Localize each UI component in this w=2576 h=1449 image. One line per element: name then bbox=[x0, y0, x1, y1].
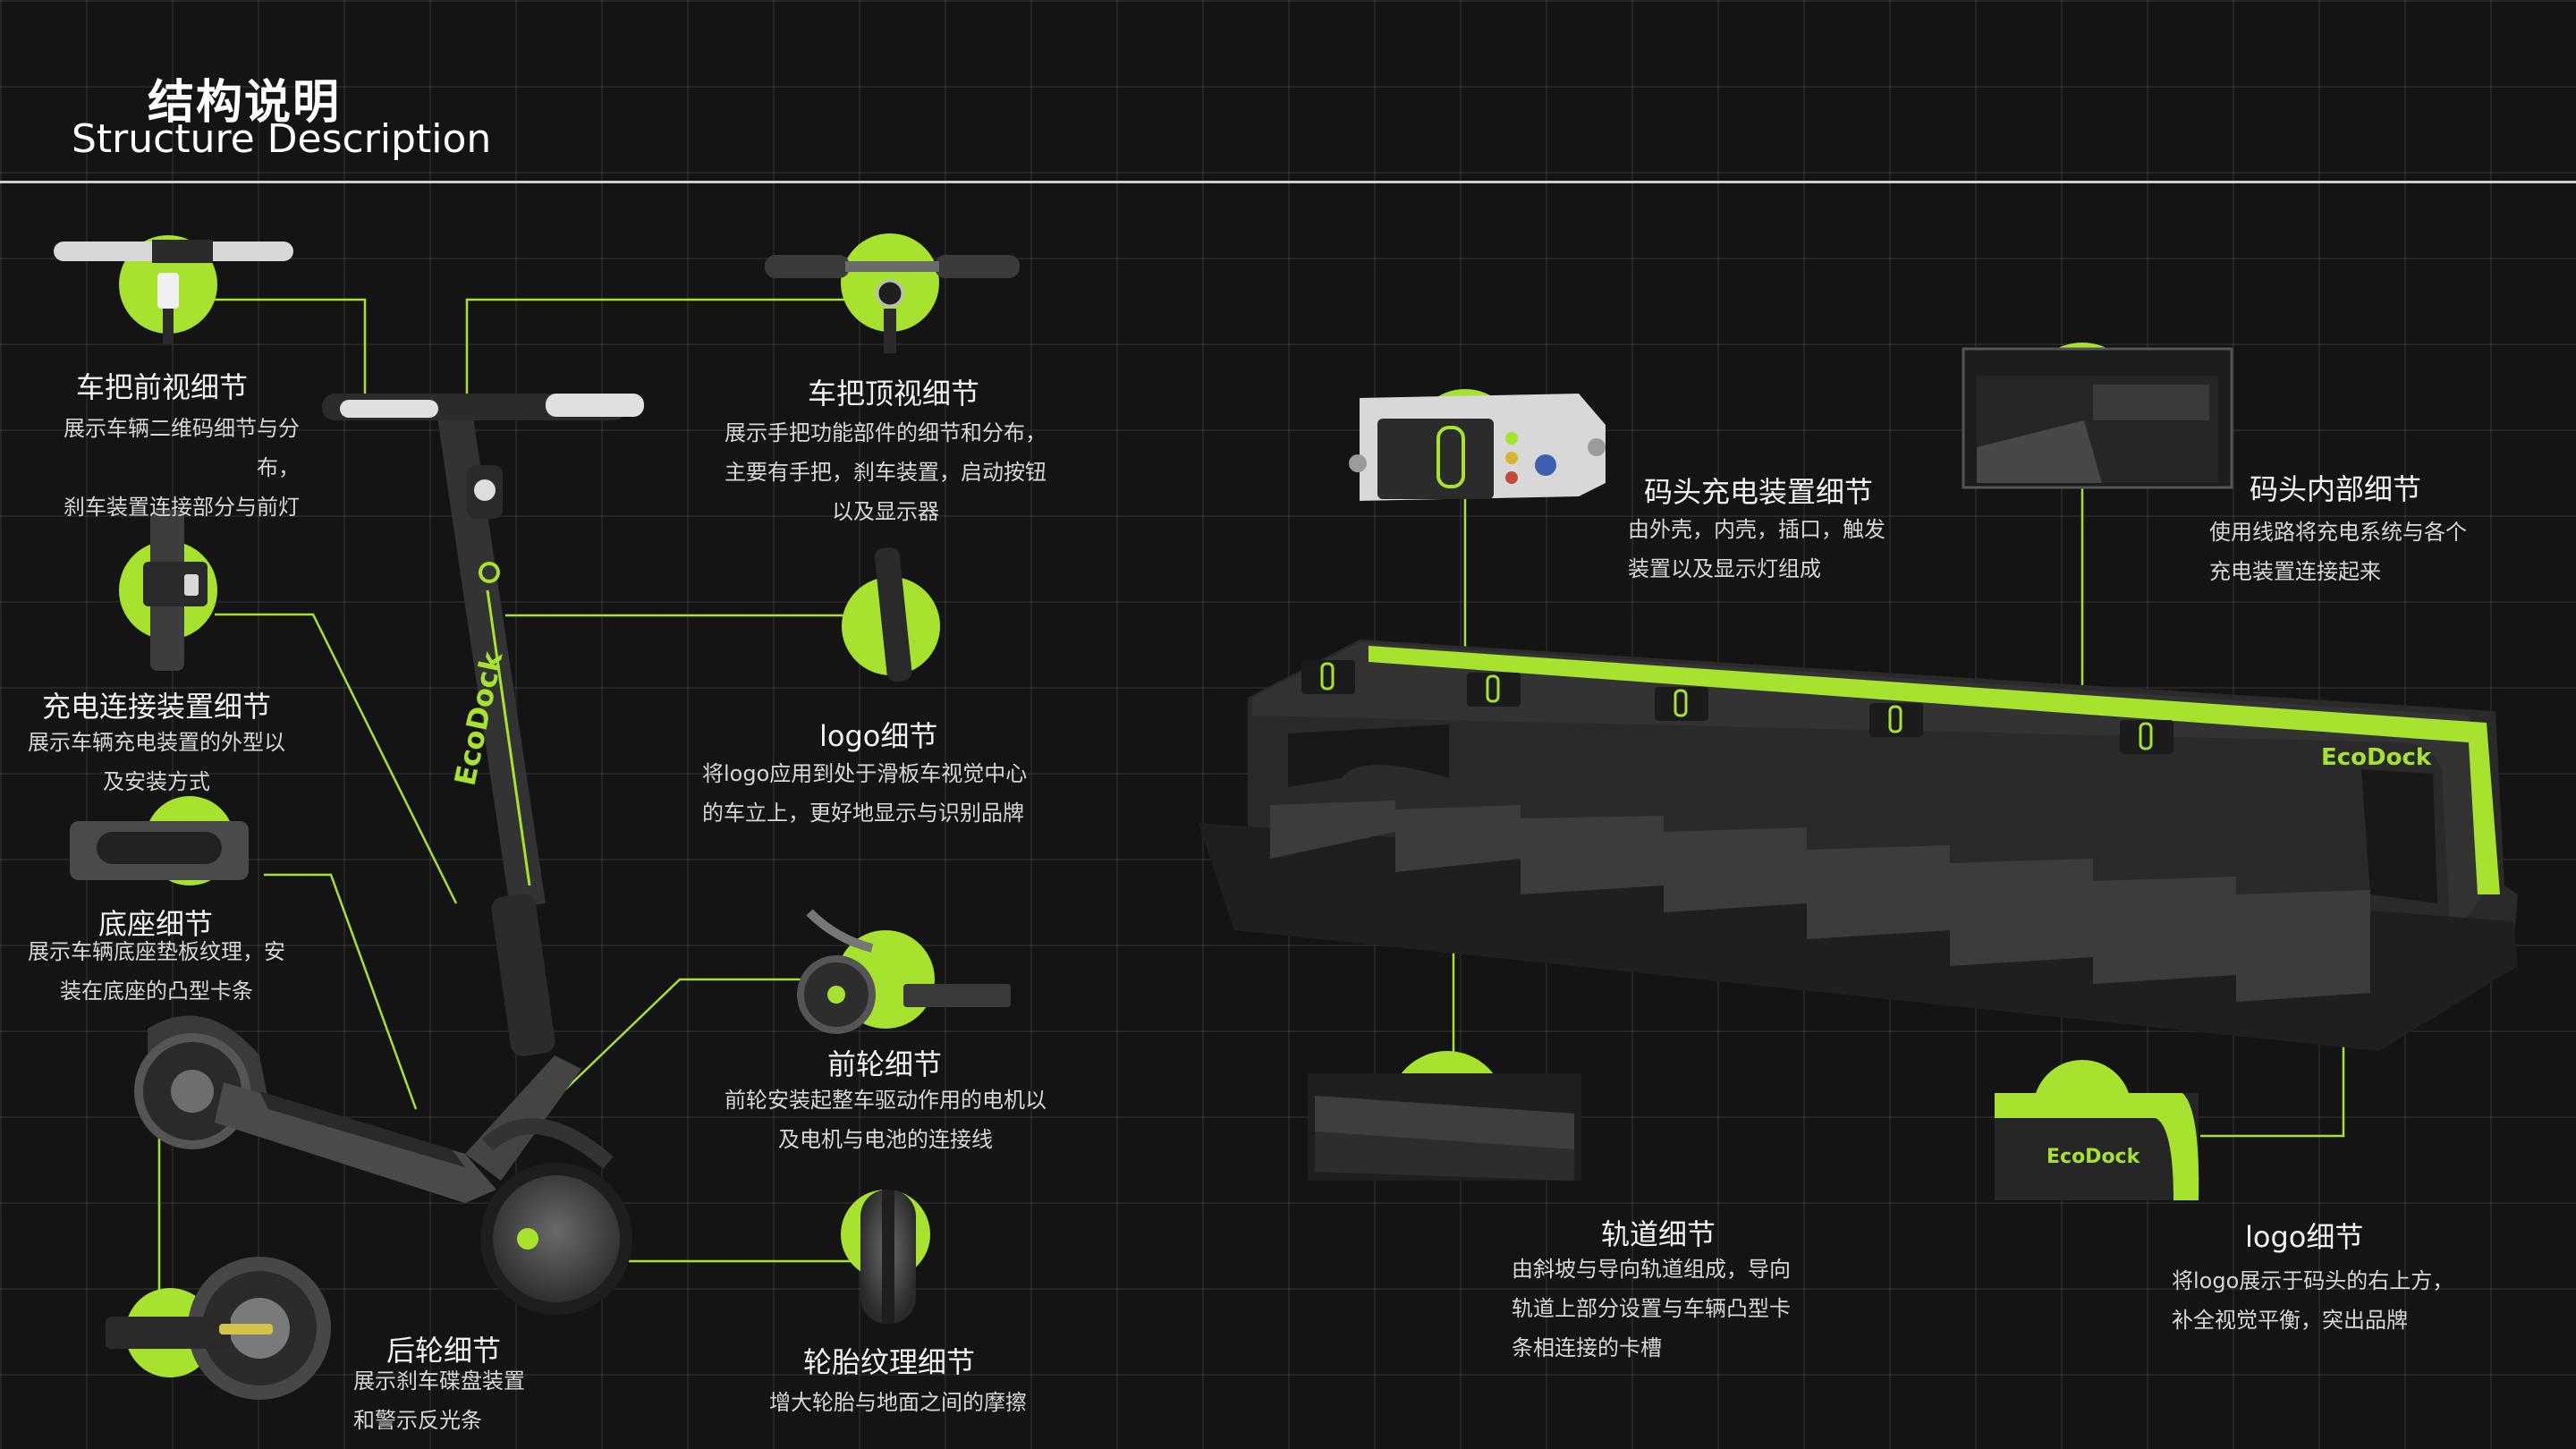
label-base: 底座细节 bbox=[98, 907, 214, 941]
header-divider bbox=[0, 181, 2576, 183]
thumb-front-handlebar bbox=[54, 240, 293, 344]
dock-thumb-logo-text: EcoDock bbox=[2046, 1146, 2141, 1168]
desc-dock-charging-unit: 由外壳，内壳，插口，触发 装置以及显示灯组成 bbox=[1628, 517, 1885, 581]
label-dock-track: 轨道细节 bbox=[1601, 1217, 1716, 1251]
label-tire-texture: 轮胎纹理细节 bbox=[803, 1345, 976, 1379]
desc-dock-track: 由斜坡与导向轨道组成，导向 轨道上部分设置与车辆凸型卡 条相连接的卡槽 bbox=[1512, 1257, 1791, 1360]
thumb-front-wheel bbox=[797, 909, 1011, 1034]
desc-dock-interior: 使用线路将充电系统与各个 充电装置连接起来 bbox=[2209, 520, 2467, 584]
thumb-base bbox=[70, 821, 249, 880]
desc-tire-texture: 增大轮胎与地面之间的摩擦 bbox=[769, 1390, 1027, 1415]
thumb-top-handlebar bbox=[765, 255, 1020, 353]
label-scooter-logo: logo细节 bbox=[819, 719, 938, 753]
desc-dock-logo: 将logo展示于码头的右上方， 补全视觉平衡，突出品牌 bbox=[2172, 1268, 2454, 1333]
dock-logo-text: EcoDock bbox=[2321, 744, 2432, 771]
label-dock-charging-unit: 码头充电装置细节 bbox=[1644, 475, 1874, 509]
page-subtitle: Structure Description bbox=[72, 116, 492, 162]
page-title: 结构说明 bbox=[148, 76, 342, 130]
thumb-dock-charging-unit bbox=[1349, 394, 1606, 501]
desc-rear-wheel: 展示刹车碟盘装置 和警示反光条 bbox=[353, 1368, 525, 1433]
thumb-tire bbox=[860, 1190, 916, 1324]
desc-front-wheel: 前轮安装起整车驱动作用的电机以 及电机与电池的连接线 bbox=[724, 1088, 1046, 1152]
label-top-handlebar: 车把顶视细节 bbox=[808, 377, 980, 411]
desc-front-handlebar: 展示车辆二维码细节与分布， 刹车装置连接部分与前灯 bbox=[64, 416, 300, 520]
thumb-dock-logo bbox=[1995, 1093, 2199, 1200]
dock-illustration bbox=[1199, 640, 2518, 1051]
thumb-logo-pole bbox=[874, 547, 912, 682]
label-dock-logo: logo细节 bbox=[2245, 1220, 2364, 1254]
thumb-dock-track bbox=[1308, 1073, 1581, 1181]
label-front-wheel: 前轮细节 bbox=[827, 1047, 943, 1081]
scooter-illustration bbox=[134, 394, 644, 1315]
desc-scooter-logo: 将logo应用到处于滑板车视觉中心 的车立上，更好地显示与识别品牌 bbox=[702, 761, 1028, 826]
desc-base: 展示车辆底座垫板纹理，安 装在底座的凸型卡条 bbox=[28, 939, 285, 1004]
label-charging-connector: 充电连接装置细节 bbox=[42, 690, 272, 724]
thumb-charging-connector bbox=[143, 510, 208, 671]
label-rear-wheel: 后轮细节 bbox=[386, 1334, 502, 1368]
label-front-handlebar: 车把前视细节 bbox=[76, 370, 249, 404]
thumb-dock-interior bbox=[1962, 347, 2233, 489]
desc-top-handlebar: 展示手把功能部件的细节和分布， 主要有手把，刹车装置，启动按钮 以及显示器 bbox=[724, 420, 1046, 524]
label-dock-interior: 码头内部细节 bbox=[2250, 472, 2422, 506]
thumb-rear-wheel bbox=[106, 1257, 331, 1400]
desc-charging-connector: 展示车辆充电装置的外型以 及安装方式 bbox=[28, 730, 285, 794]
